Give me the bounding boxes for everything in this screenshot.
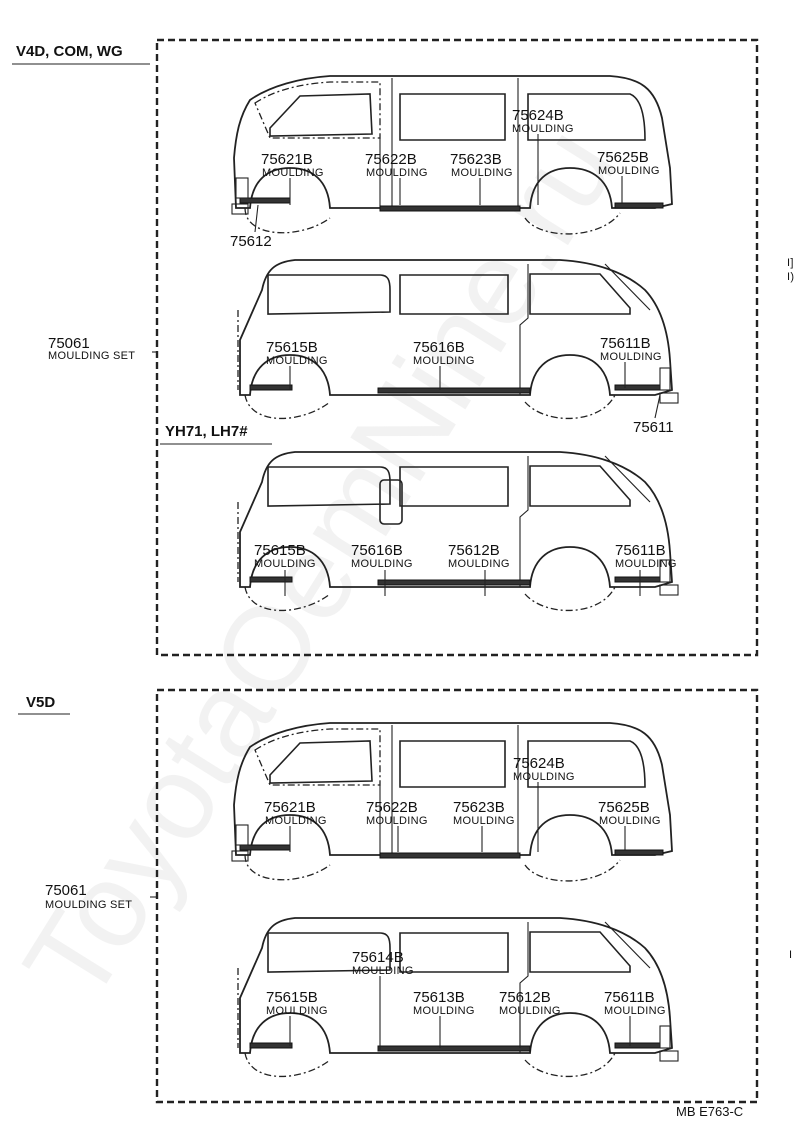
part-number: 75611B <box>615 542 666 559</box>
part-label: MOULDING <box>413 1005 475 1017</box>
callout: 75612 <box>230 204 272 250</box>
leader-line <box>254 204 259 233</box>
part-number: 75061 <box>45 882 87 899</box>
part-number: 75612B <box>448 542 500 559</box>
part-number: 75611B <box>604 989 655 1006</box>
part-label: MOULDING <box>351 558 413 570</box>
part-number: 75625B <box>597 149 649 166</box>
part-number: 75612 <box>230 233 272 250</box>
part-label: MOULDING <box>266 355 328 367</box>
part-label: MOULDING <box>413 355 475 367</box>
part-number: 75061 <box>48 335 90 352</box>
part-label: MOULDING <box>499 1005 561 1017</box>
callout: 75611 <box>633 394 674 436</box>
part-label: MOULDING <box>366 815 428 827</box>
part-number: 75621B <box>261 151 313 168</box>
part-number: 75611B <box>600 335 651 352</box>
part-number: 75612B <box>499 989 551 1006</box>
margin-mark: I] <box>787 257 794 269</box>
part-number: 75624B <box>512 107 564 124</box>
part-label: MOULDING <box>615 558 677 570</box>
margin-mark: I <box>789 949 792 961</box>
part-number: 75623B <box>450 151 502 168</box>
part-label: MOULDING <box>254 558 316 570</box>
part-number: 75616B <box>413 339 465 356</box>
watermark: ToyotaOemNine.ru <box>0 104 642 1023</box>
part-number: 75613B <box>413 989 465 1006</box>
moulding-set-bottom: 75061 MOULDING SET <box>45 882 158 911</box>
margin-mark: I) <box>787 271 794 283</box>
part-label: MOULDING SET <box>45 899 132 911</box>
part-number: 75622B <box>365 151 417 168</box>
part-number: 75621B <box>264 799 316 816</box>
part-label: MOULDING <box>451 167 513 179</box>
part-label: MOULDING <box>366 167 428 179</box>
part-label: MOULDING <box>262 167 324 179</box>
leader-line <box>654 394 661 419</box>
part-number: 75611 <box>633 419 674 436</box>
group-box-top <box>155 38 759 657</box>
section-title-top: V4D, COM, WG <box>16 43 123 60</box>
part-number: 75623B <box>453 799 505 816</box>
part-label: MOULDING <box>453 815 515 827</box>
part-number: 75614B <box>352 949 404 966</box>
part-label: MOULDING <box>600 351 662 363</box>
part-number: 75624B <box>513 755 565 772</box>
part-number: 75615B <box>266 989 318 1006</box>
part-number: 75616B <box>351 542 403 559</box>
group-box-bottom <box>155 688 759 1104</box>
window <box>379 479 403 525</box>
part-label: MOULDING SET <box>48 350 135 362</box>
part-number: 75622B <box>366 799 418 816</box>
part-label: MOULDING <box>265 815 327 827</box>
part-label: MOULDING <box>512 123 574 135</box>
part-label: MOULDING <box>266 1005 328 1017</box>
part-label: MOULDING <box>604 1005 666 1017</box>
section-title-bottom: V5D <box>26 694 55 711</box>
part-number: 75625B <box>598 799 650 816</box>
part-label: MOULDING <box>599 815 661 827</box>
part-label: MOULDING <box>598 165 660 177</box>
section-subtitle-top: YH71, LH7# <box>165 423 248 440</box>
part-label: MOULDING <box>513 771 575 783</box>
part-label: MOULDING <box>448 558 510 570</box>
footer-code: MB E763-C <box>676 1104 743 1119</box>
moulding-set-top: 75061 MOULDING SET <box>48 335 158 362</box>
part-number: 75615B <box>254 542 306 559</box>
part-label: MOULDING <box>352 965 414 977</box>
part-number: 75615B <box>266 339 318 356</box>
watermark-text: ToyotaOemNine.ru <box>0 104 642 1023</box>
